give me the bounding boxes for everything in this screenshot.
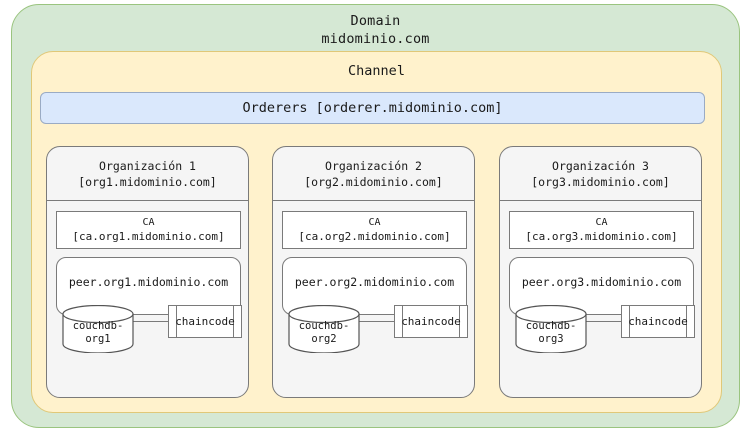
organization-box-2: Organización 2 [org2.midominio.com] CA [… — [272, 146, 475, 398]
chaincode-label-3: chaincode — [628, 314, 688, 328]
peer-label-2: peer.org2.midominio.com — [294, 275, 455, 289]
ca-node-1: CA [ca.org1.midominio.com] — [56, 211, 241, 249]
chaincode-component-2: chaincode — [394, 305, 468, 338]
chaincode-label-2: chaincode — [401, 314, 461, 328]
organization-header-3: Organización 3 [org3.midominio.com] — [500, 147, 701, 201]
orderers-node: Orderers [orderer.midominio.com] — [40, 92, 705, 124]
chaincode-bar-right-3 — [686, 306, 687, 337]
database-icon — [515, 305, 587, 353]
organization-name-3: Organización 3 — [552, 158, 649, 173]
ca-domain-1: [ca.org1.midominio.com] — [72, 230, 225, 243]
couchdb-chaincode-connector-1 — [131, 321, 169, 322]
ca-title-2: CA — [368, 217, 381, 228]
chaincode-component-1: chaincode — [168, 305, 242, 338]
orderers-label: Orderers [orderer.midominio.com] — [242, 99, 503, 116]
couchdb-cylinder-3: couchdb- org3 — [515, 305, 587, 353]
database-icon — [62, 305, 134, 353]
database-icon — [288, 305, 360, 353]
chaincode-label-1: chaincode — [175, 314, 235, 328]
couchdb-cylinder-2: couchdb- org2 — [288, 305, 360, 353]
couchdb-chaincode-connector-3 — [584, 321, 622, 322]
organization-domain-3: [org3.midominio.com] — [531, 174, 670, 189]
ca-domain-3: [ca.org3.midominio.com] — [525, 230, 678, 243]
chaincode-bar-left-3 — [629, 306, 630, 337]
chaincode-bar-left-1 — [176, 306, 177, 337]
couchdb-cylinder-1: couchdb- org1 — [62, 305, 134, 353]
ca-domain-2: [ca.org2.midominio.com] — [298, 230, 451, 243]
domain-title-value: midominio.com — [321, 31, 430, 47]
organization-name-2: Organización 2 — [325, 158, 422, 173]
peer-label-1: peer.org1.midominio.com — [68, 275, 229, 289]
channel-title: Channel — [348, 63, 405, 79]
ca-title-1: CA — [142, 217, 155, 228]
organization-header-1: Organización 1 [org1.midominio.com] — [47, 147, 248, 201]
organization-domain-1: [org1.midominio.com] — [78, 174, 217, 189]
organization-box-3: Organización 3 [org3.midominio.com] CA [… — [499, 146, 702, 398]
domain-title-name: Domain — [350, 13, 401, 29]
organization-box-1: Organización 1 [org1.midominio.com] CA [… — [46, 146, 249, 398]
domain-title: Domain midominio.com — [12, 12, 739, 48]
chaincode-component-3: chaincode — [621, 305, 695, 338]
peer-label-3: peer.org3.midominio.com — [521, 275, 682, 289]
organization-header-2: Organización 2 [org2.midominio.com] — [273, 147, 474, 201]
chaincode-bar-right-2 — [459, 306, 460, 337]
ca-node-2: CA [ca.org2.midominio.com] — [282, 211, 467, 249]
ca-node-3: CA [ca.org3.midominio.com] — [509, 211, 694, 249]
organization-name-1: Organización 1 — [99, 158, 196, 173]
organization-domain-2: [org2.midominio.com] — [304, 174, 443, 189]
ca-title-3: CA — [595, 217, 608, 228]
chaincode-bar-left-2 — [402, 306, 403, 337]
chaincode-bar-right-1 — [233, 306, 234, 337]
couchdb-chaincode-connector-2 — [357, 321, 395, 322]
